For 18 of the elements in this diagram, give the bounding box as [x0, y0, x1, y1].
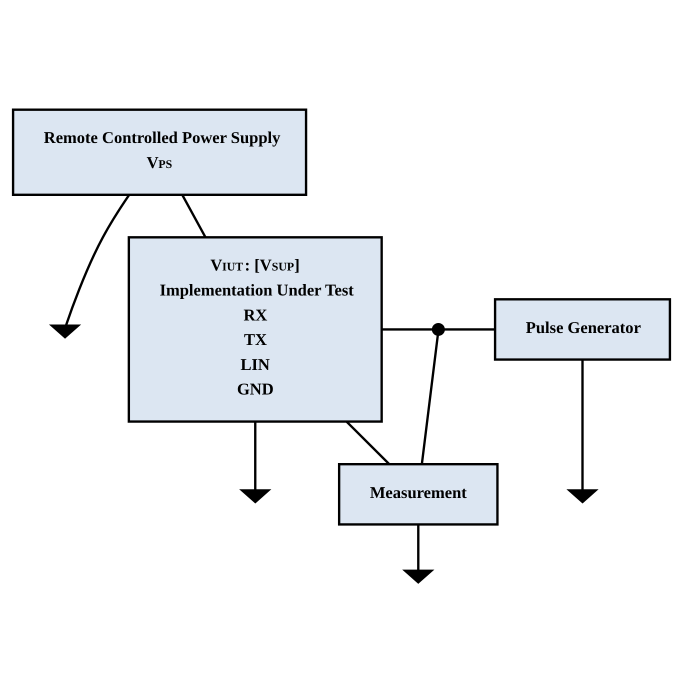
connector — [254, 422, 256, 490]
connector — [444, 328, 495, 331]
node-box: Remote Controlled Power Supply VPS — [12, 108, 308, 196]
node-box: VIUT: [VSUP] Implementation Under Test RX TX LIN GND — [128, 236, 383, 423]
connector — [581, 360, 584, 490]
connector — [420, 334, 440, 464]
node-ground — [566, 489, 599, 504]
node-circle — [432, 322, 445, 336]
node-ground — [48, 324, 82, 339]
connector — [181, 194, 206, 238]
connector — [346, 421, 390, 465]
node-box: Measurement — [338, 462, 499, 526]
connector — [382, 328, 433, 331]
node-box: Pulse Generator — [494, 298, 672, 361]
connector — [417, 524, 420, 570]
connector — [64, 194, 130, 326]
node-ground — [239, 489, 272, 504]
node-ground — [402, 570, 434, 584]
